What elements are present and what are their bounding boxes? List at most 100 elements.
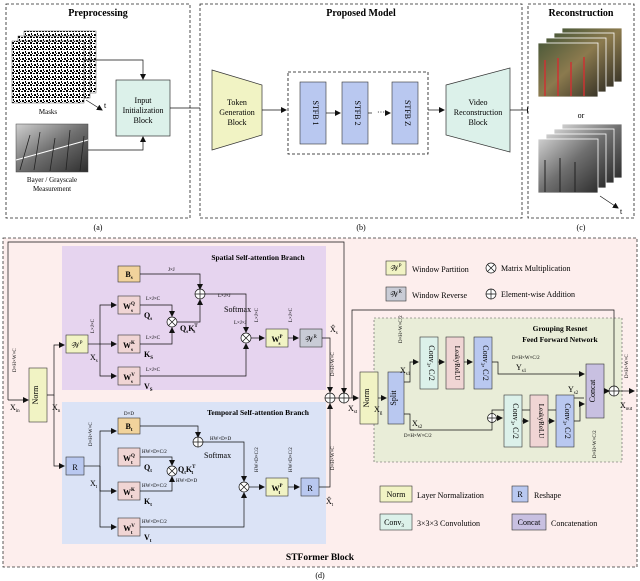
svg-text:WPs: WPs xyxy=(271,335,282,347)
svg-text:Norm: Norm xyxy=(362,388,371,407)
spatial-branch-panel xyxy=(62,246,326,390)
svg-text:D×H×W×C: D×H×W×C xyxy=(331,446,336,470)
caption-a: (a) xyxy=(94,223,103,232)
stfb-group xyxy=(287,71,429,155)
residual-path-st xyxy=(351,309,615,398)
svg-text:L×J×J: L×J×J xyxy=(218,294,231,299)
svg-text:L×J×C: L×J×C xyxy=(146,368,161,373)
svg-text:𝒲R: 𝒲R xyxy=(390,290,402,299)
grayscale-frames xyxy=(537,123,623,194)
svg-text:Conv3, C/2: Conv3, C/2 xyxy=(561,403,572,438)
split-block: Split xyxy=(387,371,405,425)
legend-window-reverse: 𝒲R Window Reverse xyxy=(385,286,467,302)
reshape-temporal-out: R xyxy=(300,477,320,497)
measurement-label-1: Bayer / Grayscale xyxy=(27,176,77,184)
input-x-in: Xin D×H×W×C xyxy=(10,348,20,414)
svg-text:R: R xyxy=(517,490,523,499)
svg-text:Norm: Norm xyxy=(31,385,40,404)
svg-text:D×D: D×D xyxy=(124,412,134,417)
svg-text:Conv3, C/2: Conv3, C/2 xyxy=(479,345,490,380)
stfb-1: STFB 1 xyxy=(299,81,327,145)
masks-stack xyxy=(11,30,97,104)
svg-text:Xst: Xst xyxy=(348,404,358,415)
svg-text:D×H×W×C: D×H×W×C xyxy=(625,354,630,378)
masks-t-label: t xyxy=(104,101,107,110)
matmul-temporal-1 xyxy=(166,465,178,477)
add-merge-1 xyxy=(324,392,336,404)
svg-text:Element-wise Addition: Element-wise Addition xyxy=(501,290,575,299)
svg-text:Split: Split xyxy=(389,390,398,406)
spatial-bias-dim: J×J xyxy=(168,268,175,273)
svg-text:Conv3: Conv3 xyxy=(384,518,404,529)
recon-t-label: t xyxy=(620,207,623,216)
svg-text:𝒲P: 𝒲P xyxy=(390,264,401,273)
color-frames xyxy=(537,27,623,98)
svg-text:Ys1: Ys1 xyxy=(516,363,527,374)
svg-text:D×H×W×C: D×H×W×C xyxy=(331,352,336,376)
conv-2: Conv3, C/2 xyxy=(473,336,493,390)
leaky-relu-2: LeakyReLU xyxy=(529,394,549,448)
svg-text:Conv3, C/2: Conv3, C/2 xyxy=(425,345,436,380)
svg-text:Kt: Kt xyxy=(144,497,152,508)
stformer-block: STFormer Block (d) Spatial Self-attentio… xyxy=(2,237,638,580)
legend-window-partition: 𝒲P Window Partition xyxy=(385,260,469,276)
add-merge-2 xyxy=(338,392,350,404)
svg-text:L×J×C: L×J×C xyxy=(255,307,260,322)
svg-text:𝒲P: 𝒲P xyxy=(71,341,82,350)
legend-concat: Concat Concatenation xyxy=(511,513,597,531)
svg-text:R: R xyxy=(307,484,313,493)
svg-text:Concat: Concat xyxy=(518,518,541,527)
matmul-temporal-2 xyxy=(238,481,250,493)
svg-text:Video: Video xyxy=(468,98,487,107)
measurement-image xyxy=(15,123,89,173)
stfb-dots: ··· xyxy=(377,108,385,117)
reshape-temporal-in: R xyxy=(65,456,85,476)
svg-text:D×H×W×C/2: D×H×W×C/2 xyxy=(404,434,432,439)
svg-text:Input: Input xyxy=(135,96,153,105)
norm-block-1: Norm xyxy=(28,367,48,423)
svg-text:3×3×3 Convolution: 3×3×3 Convolution xyxy=(417,519,480,528)
window-partition-spatial: 𝒲P xyxy=(65,334,89,354)
conv-3: Conv3, C/2 xyxy=(503,394,523,448)
svg-text:L×J×J: L×J×J xyxy=(234,321,247,326)
svg-text:X̂t: X̂t xyxy=(326,495,334,508)
svg-text:VS: VS xyxy=(144,382,153,393)
svg-text:STFB 2: STFB 2 xyxy=(353,100,362,125)
window-reverse-spatial: 𝒲R xyxy=(299,328,323,348)
add-output xyxy=(608,385,620,397)
svg-text:Concatenation: Concatenation xyxy=(551,519,597,528)
temporal-branch-panel xyxy=(62,402,326,544)
svg-text:X̂s: X̂s xyxy=(330,323,338,336)
svg-text:HW×D×D: HW×D×D xyxy=(210,437,232,442)
softmax-temporal: Softmax xyxy=(204,451,231,460)
svg-text:WQs: WQs xyxy=(123,302,135,314)
concat-block: Concat xyxy=(585,363,605,419)
svg-text:Vt: Vt xyxy=(144,533,152,544)
svg-text:LeakyReLU: LeakyReLU xyxy=(453,346,461,381)
svg-text:Ys2: Ys2 xyxy=(568,385,579,396)
svg-text:Xt: Xt xyxy=(90,479,98,490)
svg-text:Block: Block xyxy=(227,118,246,127)
preprocessing-panel: Preprocessing t Masks Bayer / Grayscale … xyxy=(5,3,191,232)
stfb-z: STFB Z xyxy=(391,81,419,145)
add-spatial xyxy=(194,288,206,300)
svg-text:Block: Block xyxy=(133,116,152,125)
svg-text:Window Partition: Window Partition xyxy=(412,265,469,274)
svg-text:WKs: WKs xyxy=(123,341,135,353)
svg-text:L×J×C: L×J×C xyxy=(146,297,161,302)
or-label: or xyxy=(578,111,585,120)
svg-text:Qt: Qt xyxy=(144,463,152,474)
svg-text:L×J×C: L×J×C xyxy=(146,336,161,341)
svg-text:Xin: Xin xyxy=(10,403,20,414)
legend: 𝒲P Window Partition 𝒲R Window Reverse Ma… xyxy=(379,260,597,531)
svg-text:HW×D×C/2: HW×D×C/2 xyxy=(289,447,294,472)
svg-text:HW×D×D: HW×D×D xyxy=(176,479,198,484)
caption-b: (b) xyxy=(356,223,366,232)
measurement-label-2: Measurement xyxy=(33,185,71,193)
